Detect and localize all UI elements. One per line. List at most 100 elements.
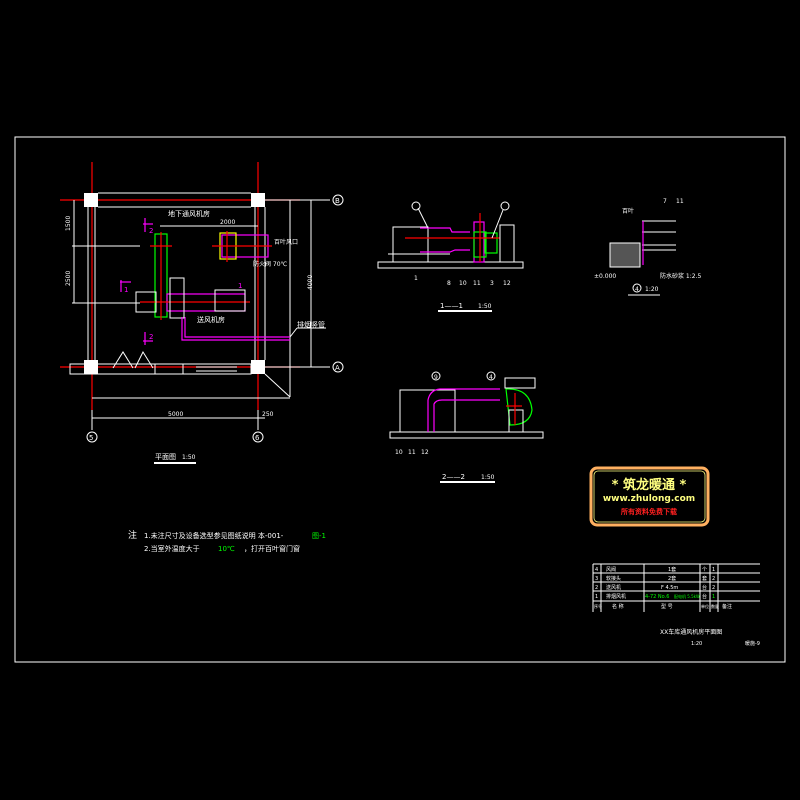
drawing-label: 送风机 xyxy=(606,584,621,591)
drawing-label: 1:20 xyxy=(691,641,702,647)
drawing-label: 配电机 5.5kW xyxy=(674,593,700,599)
drawing-line xyxy=(505,388,533,426)
drawing-label: 3 xyxy=(595,576,598,582)
drawing-label: 7 xyxy=(663,198,667,205)
drawing-label: 百叶 xyxy=(622,207,634,215)
section-2-title: 2——2 xyxy=(442,473,465,481)
drawing-label: www.zhulong.com xyxy=(603,494,695,504)
drawing-number: 暖施-9 xyxy=(745,640,760,647)
axis-bubble-b xyxy=(332,194,344,206)
drawing-line xyxy=(589,466,710,527)
column xyxy=(84,360,98,374)
drawing-label: 备注 xyxy=(722,603,732,610)
drawing-line xyxy=(484,232,498,254)
drawing-label: 1 xyxy=(712,567,715,573)
dim-offset: 250 xyxy=(262,411,274,418)
detail-4: 百叶 7 11 ±0.000 防水砂浆 1:2.5 4 1:20 xyxy=(594,198,701,296)
axis-bubble-6 xyxy=(252,431,264,443)
louver-label: 百叶风口 xyxy=(274,238,298,246)
drawing-label: 数量 xyxy=(711,603,719,609)
drawing-line xyxy=(420,227,470,253)
drawing-label: 1 xyxy=(414,275,418,282)
drawing-label: 2套 xyxy=(668,575,676,582)
drawing-line xyxy=(427,388,500,432)
drawing-label: 10℃ xyxy=(218,545,235,553)
drawing-line xyxy=(500,201,510,211)
axis-bubble-a xyxy=(332,361,344,373)
drawing-label: 3 xyxy=(490,280,494,287)
section-1-title: 1——1 xyxy=(440,302,463,310)
section-1-1: 1 8 10 11 3 12 1——1 1:50 xyxy=(377,201,524,312)
drawing-label: 名 称 xyxy=(612,603,624,610)
drawing-line xyxy=(289,327,298,338)
dim-height: 4000 xyxy=(307,275,314,290)
drawing-label: 12 xyxy=(421,449,429,456)
dim-top: 2000 xyxy=(220,219,235,226)
drawing-label: 6 xyxy=(255,434,260,442)
drawing-label: 台 xyxy=(702,584,707,591)
drawing-label: F 4.5m xyxy=(661,585,678,591)
drawing-line xyxy=(169,277,185,319)
section-marker-2: 2 xyxy=(149,227,153,235)
drawing-label: 10 xyxy=(395,449,403,456)
drawing-line xyxy=(411,201,421,211)
drawing-label: 1套 xyxy=(668,566,676,573)
axis-bubble-5 xyxy=(86,431,98,443)
drawing-label: 4 xyxy=(489,374,493,381)
drawing-line xyxy=(504,377,536,389)
drawing-label: 序号 xyxy=(594,603,602,609)
louver-note: 防火阀 70℃ xyxy=(253,260,288,268)
drawing-line xyxy=(508,409,524,433)
drawing-label: 8 xyxy=(447,280,451,287)
drawing-label: 2 xyxy=(712,585,715,591)
smoke-pipe xyxy=(181,317,290,341)
drawing-label: 1 xyxy=(595,594,598,600)
dim-width: 5000 xyxy=(168,411,183,418)
drawing-line xyxy=(417,207,429,229)
column xyxy=(251,193,265,207)
plan-view: 地下通风机房 2000 1500 2500 百叶风口 防火阀 70℃ 送风机房 … xyxy=(60,162,344,464)
drawing-label: B xyxy=(335,197,340,205)
watermark-logo: * 筑龙暖通 * www.zhulong.com 所有资料免费下载 xyxy=(589,466,710,527)
drawing-label: 5 xyxy=(89,434,93,442)
section-2-2: 9 4 10 11 12 2——2 1:50 xyxy=(389,371,544,483)
drawing-label: 9 xyxy=(434,374,438,381)
drawing-line xyxy=(593,470,706,523)
title-block: 4 风阀 1套 个 1 3 软接头 2套 套 2 2 送风机 F 4.5m 台 … xyxy=(592,563,760,647)
drawing-line xyxy=(377,261,524,269)
drawing-label: 4 xyxy=(595,567,598,573)
drawing-line xyxy=(389,431,544,439)
notes: 注 1.未注尺寸及设备选型参见图纸说明 本-001- 图-1 2.当室外温度大于… xyxy=(128,529,326,553)
drawing-label: ，打开百叶窗门窗 xyxy=(244,544,300,553)
drawing-label: 风阀 xyxy=(606,566,616,573)
section-marker-2b: 2 xyxy=(149,333,153,341)
drawing-label: ±0.000 xyxy=(594,273,616,280)
drawing-line xyxy=(214,289,246,312)
drawing-label: 2.当室外温度大于 xyxy=(144,544,200,553)
drawing-line xyxy=(392,226,429,263)
drawing-label: 1:20 xyxy=(645,286,659,293)
plan-title: 平面图 xyxy=(155,453,176,461)
drawing-label: 11 xyxy=(676,198,684,205)
drawing-line xyxy=(609,242,641,268)
column xyxy=(251,360,265,374)
drawing-line xyxy=(431,371,441,381)
section-marker-1: 1 xyxy=(124,286,128,294)
detail-4-title: 4 xyxy=(635,286,639,293)
drawing-label: A xyxy=(335,364,340,372)
dim-left-b: 2500 xyxy=(65,271,72,286)
drawing-label: 12 xyxy=(503,280,511,287)
dim-left-a: 1500 xyxy=(65,216,72,231)
drawing-label: 型 号 xyxy=(661,603,673,610)
drawing-label: 单位 xyxy=(701,603,709,609)
shaft-label: 排烟竖管 xyxy=(297,320,325,329)
drawing-label: 11 xyxy=(408,449,416,456)
drawing-label: 排烟风机 xyxy=(606,593,626,600)
drawing-label: 4-72 No.6 xyxy=(645,594,669,600)
plan-scale: 1:50 xyxy=(182,454,196,461)
drawing-label: 软接头 xyxy=(606,575,621,582)
drawing-label: 图-1 xyxy=(312,532,326,540)
drawing-label: 1:50 xyxy=(478,303,492,310)
room-label-lower: 送风机房 xyxy=(197,315,225,324)
